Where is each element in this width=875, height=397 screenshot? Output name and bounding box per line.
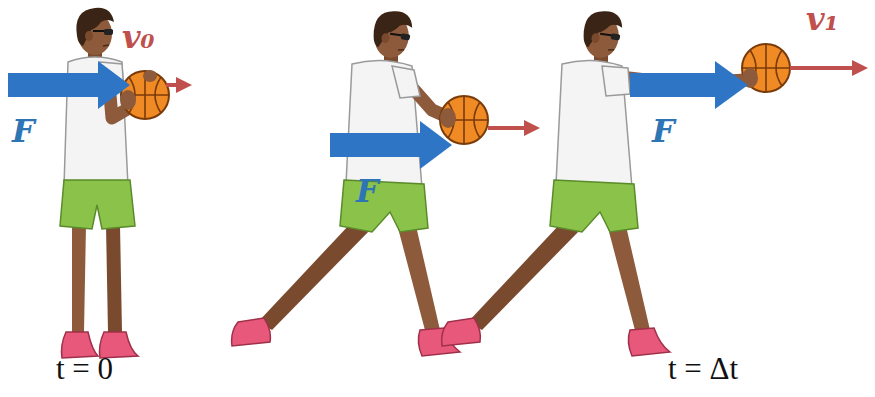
boy-figure-release [602, 66, 630, 96]
boy-figure-middle [392, 66, 420, 98]
boy-figure-release [580, 8, 624, 60]
boy-figure-release [556, 60, 632, 188]
time-label: t = 0 [56, 350, 113, 387]
boy-figure-middle [440, 96, 488, 144]
boy-figure-release [442, 318, 481, 346]
velocity-arrow [166, 77, 192, 93]
force-arrow [330, 121, 452, 169]
boy-figure-middle [258, 224, 372, 330]
boy-figure-start [60, 180, 135, 229]
boy-figure-middle [232, 8, 488, 356]
boy-figure-start [120, 90, 136, 110]
boy-figure-release [742, 44, 790, 92]
force-label: F [356, 172, 379, 210]
velocity-label: v₀ [122, 18, 155, 56]
velocity-arrow [790, 60, 868, 76]
boy-figure-start [60, 8, 169, 358]
boy-figure-release [550, 180, 638, 232]
boy-figure-middle [440, 108, 456, 128]
boy-figure-middle [398, 226, 440, 334]
boy-figure-start [106, 225, 122, 332]
boy-figure-release [442, 8, 790, 356]
velocity-arrow [488, 120, 540, 136]
boy-figure-start [121, 71, 169, 119]
boy-figure-middle [232, 318, 271, 346]
boy-figure-middle [340, 180, 428, 232]
velocity-label: v₁ [806, 0, 839, 38]
boy-figure-start [143, 70, 157, 82]
boy-figure-release [468, 224, 582, 330]
boy-figure-middle [370, 8, 414, 60]
force-label: F [12, 112, 35, 150]
velocity-arrow [166, 60, 868, 136]
boy-figure-release [628, 328, 670, 356]
boy-figure-middle [346, 60, 422, 188]
force-arrow [630, 61, 748, 109]
force-label: F [652, 112, 675, 150]
boy-figure-start [72, 225, 86, 332]
boy-figure-start [76, 8, 114, 55]
force-arrow [8, 61, 130, 109]
time-label: t = Δt [668, 350, 738, 387]
force-arrow [8, 61, 748, 169]
boy-figure-release [608, 226, 650, 334]
